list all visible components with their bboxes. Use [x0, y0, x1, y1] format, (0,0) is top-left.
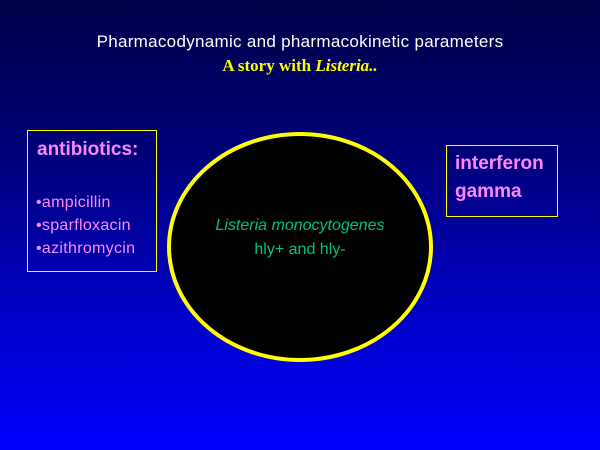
- interferon-line1: interferon: [455, 153, 544, 174]
- subtitle-italic: Listeria..: [315, 56, 378, 75]
- slide-title: Pharmacodynamic and pharmacokinetic para…: [96, 32, 504, 51]
- interferon-box: interferon gamma: [446, 145, 558, 217]
- subtitle-prefix: A story with: [222, 56, 316, 75]
- bacterium-label: Listeria monocytogenes hly+ and hly-: [168, 214, 432, 262]
- antibiotic-item: •azithromycin: [36, 240, 136, 257]
- antibiotics-heading: antibiotics:: [37, 139, 139, 160]
- antibiotic-item: •ampicillin: [36, 194, 111, 211]
- bacterium-name: Listeria monocytogenes: [215, 217, 385, 234]
- antibiotic-item: •sparfloxacin: [36, 217, 131, 234]
- antibiotics-box: antibiotics: •ampicillin •sparfloxacin •…: [27, 130, 157, 272]
- slide-subtitle: A story with Listeria..: [0, 56, 600, 76]
- bacterium-strains: hly+ and hly-: [254, 241, 346, 258]
- interferon-line2: gamma: [455, 181, 522, 202]
- bacterium-ellipse: [167, 132, 433, 362]
